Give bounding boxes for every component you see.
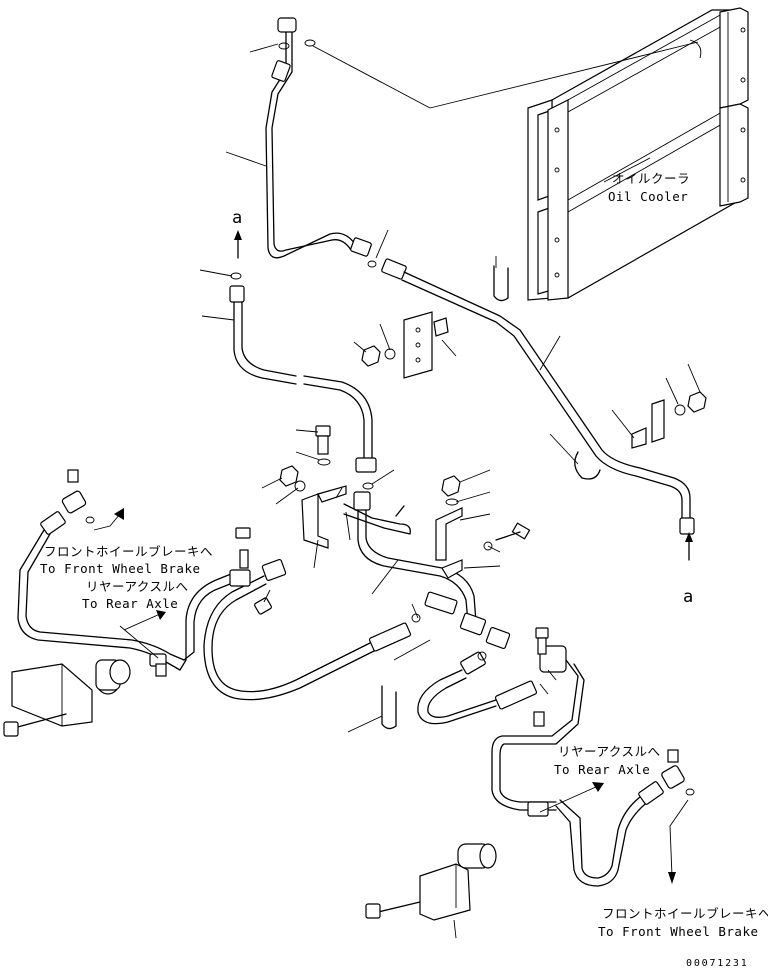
oil-cooler-leader	[603, 157, 651, 183]
leader-lines	[119, 43, 701, 939]
center-hoses	[203, 559, 538, 725]
oil-cooler-label-jp: オイルクーラ	[612, 171, 690, 186]
left-flexible-hose	[229, 285, 377, 473]
cooler-return-tube	[381, 258, 695, 535]
front-brake-label-en-left: To Front Wheel Brake	[40, 561, 201, 576]
rear-axle-label-jp-left: リヤーアクスルへ	[86, 579, 189, 594]
oil-cooler-label-en: Oil Cooler	[608, 189, 688, 204]
left-brake-tube	[17, 469, 251, 677]
small-hardware	[230, 42, 707, 730]
right-brake-tube	[491, 645, 695, 887]
front-brake-label-en-right: To Front Wheel Brake	[598, 924, 759, 939]
rear-axle-label-jp-right: リヤーアクスルへ	[558, 744, 661, 759]
upper-tube	[265, 17, 699, 259]
rear-axle-label-en-right: To Rear Axle	[554, 762, 650, 777]
flow-arrows	[93, 230, 693, 884]
rear-axle-label-en-left: To Rear Axle	[82, 596, 178, 611]
oil-cooler	[527, 7, 749, 301]
drawing-number: 00071231	[686, 958, 749, 969]
connection-marker-a-top: a	[232, 208, 242, 228]
middle-tubes	[301, 485, 511, 649]
mounting-brackets	[3, 311, 665, 921]
front-brake-label-jp-left: フロントホイールブレーキへ	[44, 544, 213, 559]
connection-marker-a-bottom: a	[683, 587, 693, 607]
front-brake-label-jp-right: フロントホイールブレーキへ	[602, 906, 768, 921]
